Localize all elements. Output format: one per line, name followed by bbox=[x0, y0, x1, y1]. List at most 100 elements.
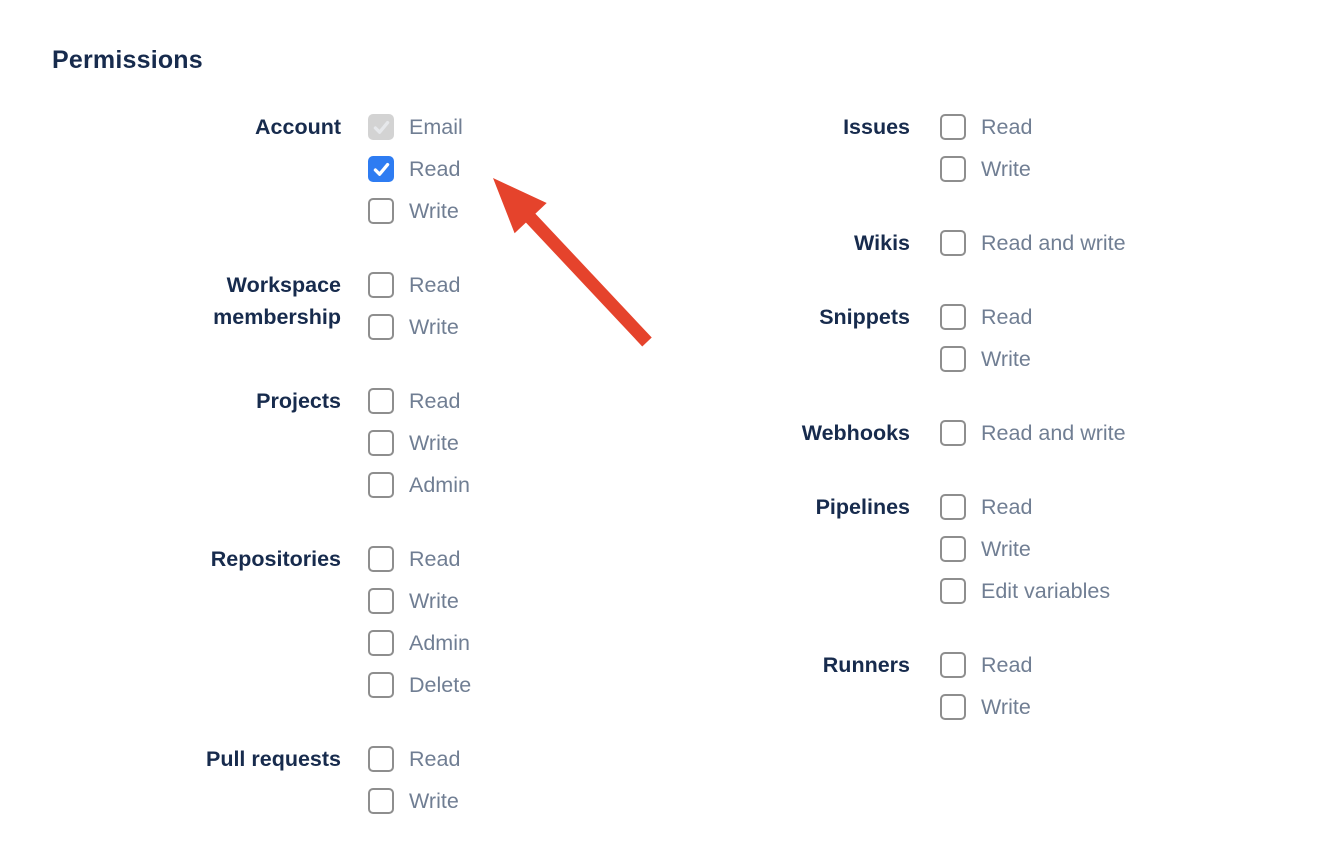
checkbox-pull-requests-read[interactable] bbox=[368, 746, 394, 772]
permission-group-runners: Runners Read Write bbox=[740, 652, 1126, 736]
red-arrow-head bbox=[493, 178, 547, 234]
option-label-pull-requests-read[interactable]: Read bbox=[409, 747, 461, 771]
checkbox-repositories-delete[interactable] bbox=[368, 672, 394, 698]
option-label-pull-requests-write[interactable]: Write bbox=[409, 789, 459, 813]
checkbox-pipelines-write[interactable] bbox=[940, 536, 966, 562]
group-label-runners: Runners bbox=[822, 653, 910, 677]
option-pull-requests-write[interactable]: Write bbox=[368, 788, 460, 814]
option-label-projects-write[interactable]: Write bbox=[409, 431, 459, 455]
option-label-pipelines-edit-variables[interactable]: Edit variables bbox=[981, 579, 1111, 603]
option-label-account-write[interactable]: Write bbox=[409, 199, 459, 223]
option-projects-write[interactable]: Write bbox=[368, 430, 470, 456]
option-label-runners-write[interactable]: Write bbox=[981, 695, 1031, 719]
check-icon bbox=[373, 120, 389, 134]
option-label-snippets-read[interactable]: Read bbox=[981, 305, 1033, 329]
permissions-column-left: Account Email Read Write Workspace membe… bbox=[151, 114, 471, 844]
checkbox-pipelines-read[interactable] bbox=[940, 494, 966, 520]
option-pull-requests-read[interactable]: Read bbox=[368, 746, 460, 772]
option-repositories-read[interactable]: Read bbox=[368, 546, 471, 572]
checkbox-webhooks-read-and-write[interactable] bbox=[940, 420, 966, 446]
checkbox-issues-read[interactable] bbox=[940, 114, 966, 140]
option-label-wikis-read-and-write[interactable]: Read and write bbox=[981, 231, 1126, 255]
option-repositories-write[interactable]: Write bbox=[368, 588, 471, 614]
option-issues-read[interactable]: Read bbox=[940, 114, 1032, 140]
option-pipelines-write[interactable]: Write bbox=[940, 536, 1110, 562]
group-label-account: Account bbox=[255, 115, 341, 139]
option-label-issues-write[interactable]: Write bbox=[981, 157, 1031, 181]
option-label-workspace-membership-write[interactable]: Write bbox=[409, 315, 459, 339]
checkbox-runners-read[interactable] bbox=[940, 652, 966, 678]
option-workspace-membership-read[interactable]: Read bbox=[368, 272, 460, 298]
group-label-webhooks: Webhooks bbox=[801, 421, 910, 445]
checkbox-workspace-membership-read[interactable] bbox=[368, 272, 394, 298]
option-label-webhooks-read-and-write[interactable]: Read and write bbox=[981, 421, 1126, 445]
option-label-projects-admin[interactable]: Admin bbox=[409, 473, 470, 497]
red-arrow-shaft bbox=[523, 211, 652, 347]
option-label-snippets-write[interactable]: Write bbox=[981, 347, 1031, 371]
option-label-account-read[interactable]: Read bbox=[409, 157, 461, 181]
group-label-workspace-membership: Workspace membership bbox=[213, 273, 341, 329]
permission-group-projects: Projects Read Write Admin bbox=[151, 388, 471, 514]
permission-group-pipelines: Pipelines Read Write Edit variables bbox=[740, 494, 1126, 620]
check-icon bbox=[373, 162, 389, 176]
option-pipelines-read[interactable]: Read bbox=[940, 494, 1110, 520]
option-label-repositories-admin[interactable]: Admin bbox=[409, 631, 470, 655]
group-label-pull-requests: Pull requests bbox=[205, 747, 341, 771]
checkbox-projects-read[interactable] bbox=[368, 388, 394, 414]
permission-group-repositories: Repositories Read Write Admin bbox=[151, 546, 471, 714]
group-label-projects: Projects bbox=[256, 389, 341, 413]
option-label-projects-read[interactable]: Read bbox=[409, 389, 461, 413]
option-label-account-email[interactable]: Email bbox=[409, 115, 463, 139]
option-label-repositories-delete[interactable]: Delete bbox=[409, 673, 472, 697]
option-snippets-read[interactable]: Read bbox=[940, 304, 1032, 330]
permission-group-snippets: Snippets Read Write bbox=[740, 304, 1126, 388]
option-issues-write[interactable]: Write bbox=[940, 156, 1032, 182]
option-repositories-admin[interactable]: Admin bbox=[368, 630, 471, 656]
checkbox-account-write[interactable] bbox=[368, 198, 394, 224]
checkbox-repositories-admin[interactable] bbox=[368, 630, 394, 656]
option-workspace-membership-write[interactable]: Write bbox=[368, 314, 460, 340]
permission-group-account: Account Email Read Write bbox=[151, 114, 471, 240]
option-account-write[interactable]: Write bbox=[368, 198, 463, 224]
option-label-pipelines-write[interactable]: Write bbox=[981, 537, 1031, 561]
checkbox-pull-requests-write[interactable] bbox=[368, 788, 394, 814]
option-wikis-read-and-write[interactable]: Read and write bbox=[940, 230, 1126, 256]
group-label-issues: Issues bbox=[843, 115, 910, 139]
group-label-wikis: Wikis bbox=[854, 231, 910, 255]
option-projects-admin[interactable]: Admin bbox=[368, 472, 470, 498]
option-runners-write[interactable]: Write bbox=[940, 694, 1032, 720]
option-account-email[interactable]: Email bbox=[368, 114, 463, 140]
checkbox-account-read[interactable] bbox=[368, 156, 394, 182]
checkbox-repositories-write[interactable] bbox=[368, 588, 394, 614]
permissions-column-right: Issues Read Write Wikis Read and write bbox=[740, 114, 1126, 768]
checkbox-issues-write[interactable] bbox=[940, 156, 966, 182]
option-repositories-delete[interactable]: Delete bbox=[368, 672, 471, 698]
checkbox-projects-write[interactable] bbox=[368, 430, 394, 456]
checkbox-workspace-membership-write[interactable] bbox=[368, 314, 394, 340]
checkbox-wikis-read-and-write[interactable] bbox=[940, 230, 966, 256]
option-runners-read[interactable]: Read bbox=[940, 652, 1032, 678]
checkbox-account-email bbox=[368, 114, 394, 140]
checkbox-projects-admin[interactable] bbox=[368, 472, 394, 498]
option-label-workspace-membership-read[interactable]: Read bbox=[409, 273, 461, 297]
option-snippets-write[interactable]: Write bbox=[940, 346, 1032, 372]
checkbox-snippets-read[interactable] bbox=[940, 304, 966, 330]
option-label-issues-read[interactable]: Read bbox=[981, 115, 1033, 139]
permission-group-issues: Issues Read Write bbox=[740, 114, 1126, 198]
checkbox-pipelines-edit-variables[interactable] bbox=[940, 578, 966, 604]
checkbox-snippets-write[interactable] bbox=[940, 346, 966, 372]
option-label-pipelines-read[interactable]: Read bbox=[981, 495, 1033, 519]
checkbox-runners-write[interactable] bbox=[940, 694, 966, 720]
group-label-snippets: Snippets bbox=[819, 305, 910, 329]
option-account-read[interactable]: Read bbox=[368, 156, 463, 182]
option-label-repositories-write[interactable]: Write bbox=[409, 589, 459, 613]
permission-group-webhooks: Webhooks Read and write bbox=[740, 420, 1126, 462]
option-webhooks-read-and-write[interactable]: Read and write bbox=[940, 420, 1126, 446]
option-projects-read[interactable]: Read bbox=[368, 388, 470, 414]
page-title: Permissions bbox=[52, 46, 203, 74]
option-label-runners-read[interactable]: Read bbox=[981, 653, 1033, 677]
option-pipelines-edit-variables[interactable]: Edit variables bbox=[940, 578, 1110, 604]
option-label-repositories-read[interactable]: Read bbox=[409, 547, 461, 571]
checkbox-repositories-read[interactable] bbox=[368, 546, 394, 572]
